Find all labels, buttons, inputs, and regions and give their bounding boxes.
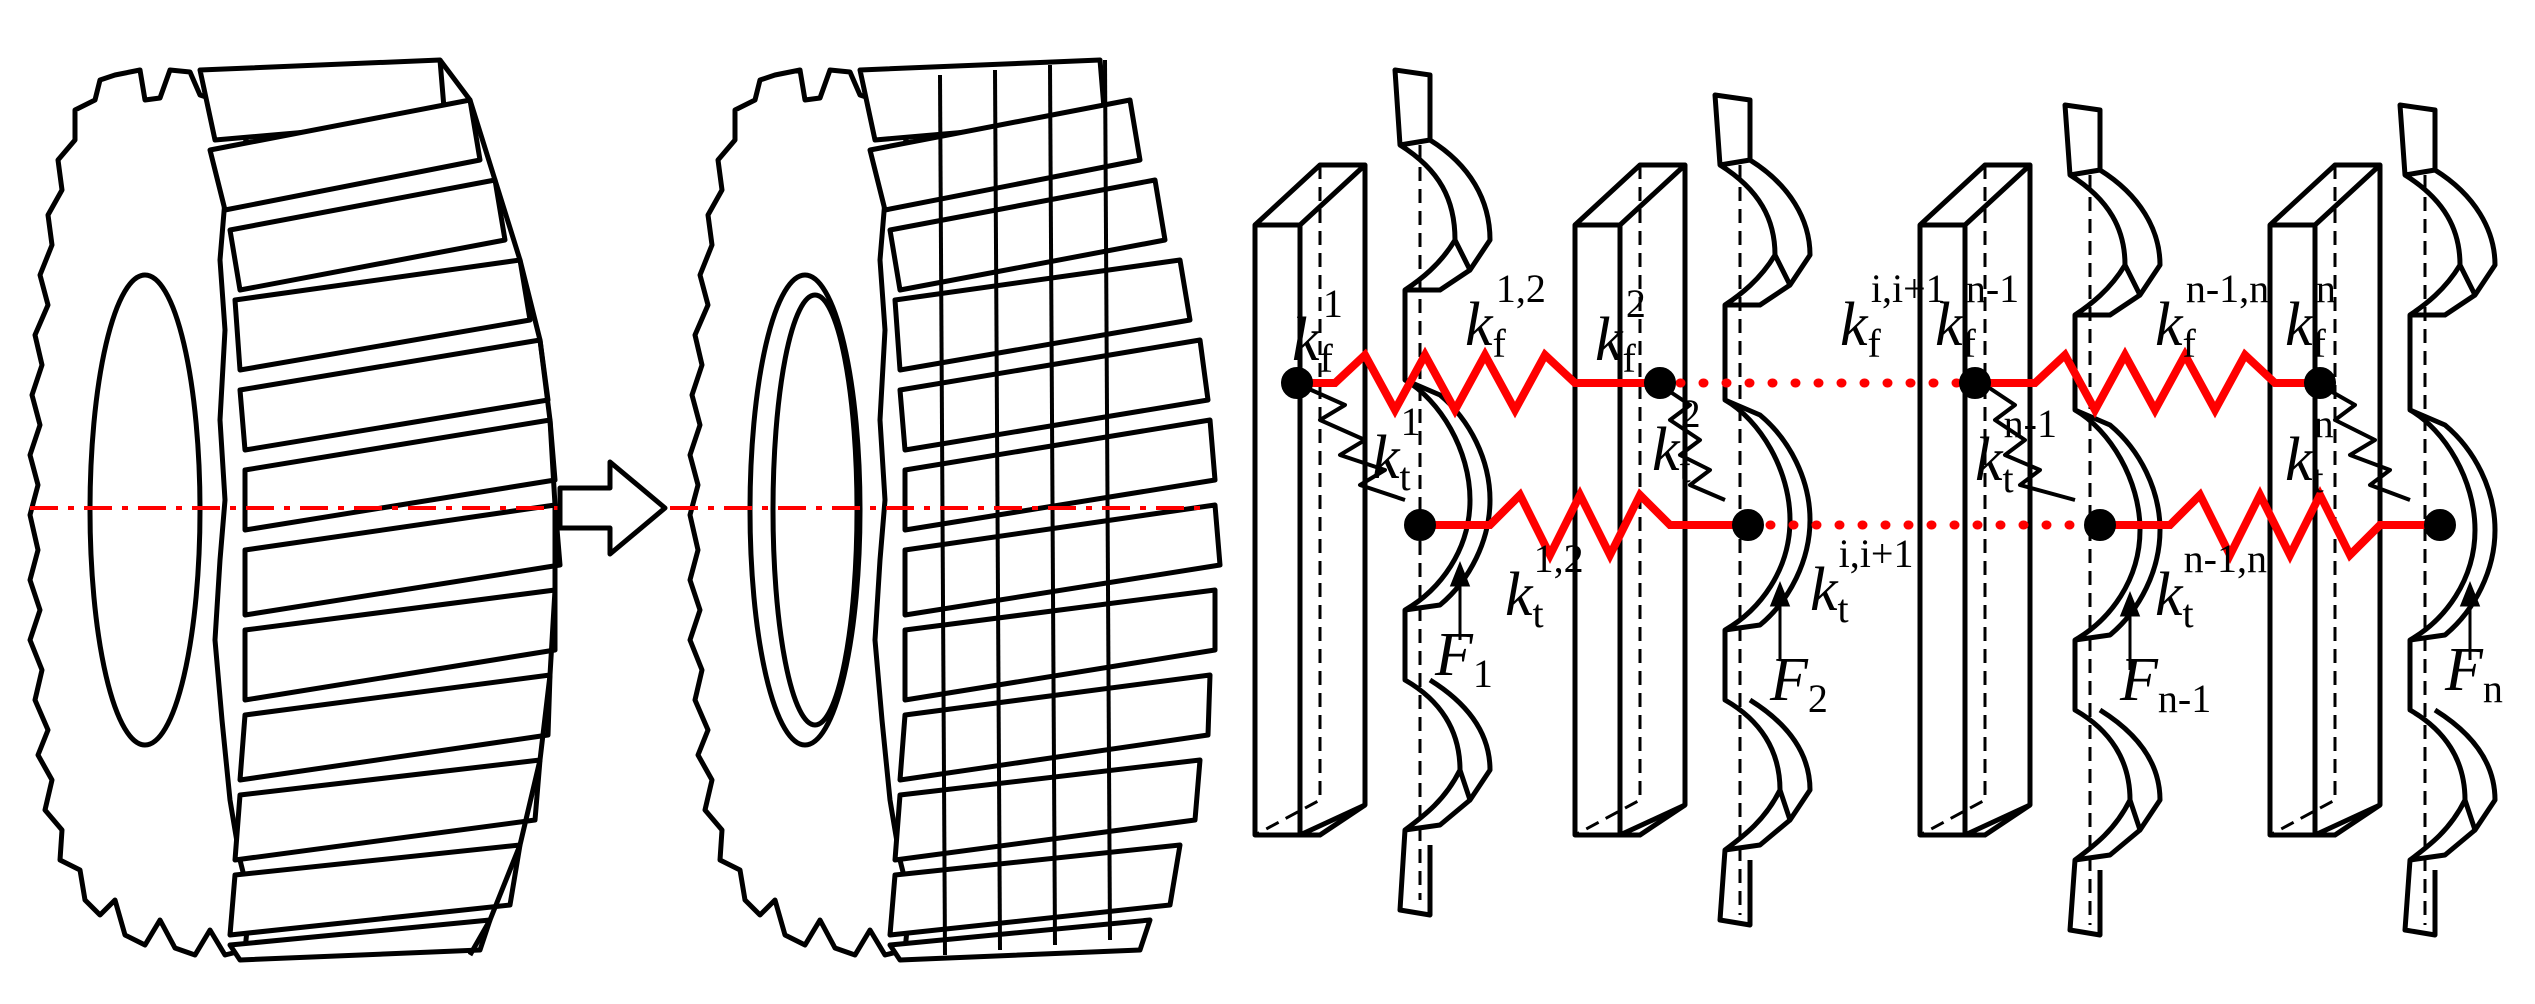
- slice-plate-n-1: [1917, 162, 2033, 838]
- node-t-1: [1404, 509, 1436, 541]
- spring-kt-n-1-n: [2100, 486, 2440, 564]
- label-F-1: F1: [1434, 621, 1493, 696]
- label-kt-1-2: kt1,2: [1505, 536, 1584, 636]
- node-t-n: [2424, 509, 2456, 541]
- torsion-spring-n-1: [1983, 383, 2076, 502]
- torsion-spring-n: [2319, 383, 2411, 502]
- spring-kf-1-2: [1297, 346, 1658, 419]
- label-kt-i-i1: kti,i+1: [1810, 531, 1913, 631]
- label-kf-n-1: kfn-1: [1935, 266, 2019, 366]
- node-t-n-1: [2084, 509, 2116, 541]
- label-kf-2: kf2: [1595, 281, 1646, 381]
- tooth-slice-2: [1712, 92, 1813, 928]
- label-F-n-1: Fn-1: [2119, 646, 2211, 721]
- node-f-2: [1644, 367, 1676, 399]
- node-f-n: [2304, 367, 2336, 399]
- tooth-slice-n: [2397, 102, 2498, 938]
- tooth-slice-n-1: [2062, 102, 2163, 938]
- slice-plate-2: [1572, 162, 1688, 838]
- torsion-spring-1: [1299, 383, 1406, 502]
- nodes: [1281, 367, 2456, 541]
- label-F-2: F2: [1769, 646, 1828, 721]
- node-f-1: [1281, 367, 1313, 399]
- spring-kt-1-2: [1420, 486, 1745, 564]
- label-kt-n-1: ktn-1: [1975, 401, 2057, 501]
- node-t-2: [1732, 509, 1764, 541]
- label-kf-n: kfn: [2285, 266, 2336, 366]
- slice-plate-1: [1252, 162, 1368, 838]
- helical-gear-icon: [27, 57, 563, 963]
- label-kt-1: kt1: [1372, 399, 1421, 499]
- label-kf-i-i1: kfi,i+1: [1840, 266, 1946, 366]
- slice-model: [1252, 67, 2498, 938]
- label-kt-n-1-n: ktn-1,n: [2155, 536, 2267, 636]
- label-kf-1-2: kf1,2: [1465, 266, 1546, 366]
- label-kt-2: kt2: [1652, 391, 1701, 491]
- torsion-springs: [1299, 383, 2411, 502]
- right-arrow-icon: [557, 459, 668, 557]
- label-kt-n: ktn: [2285, 401, 2334, 501]
- label-kf-1: kf1: [1292, 281, 1343, 381]
- dotted-links: [1675, 378, 2095, 530]
- sliced-gear-icon: [687, 57, 1223, 963]
- torsion-spring-2: [1658, 383, 1726, 502]
- coupling-springs: [1297, 346, 2440, 564]
- spring-kf-n-1-n: [1975, 346, 2320, 419]
- label-kf-n-1-n: kfn-1,n: [2155, 266, 2269, 366]
- label-F-n: Fn: [2444, 636, 2503, 711]
- force-arrows: [1449, 560, 2481, 670]
- node-f-n-1: [1959, 367, 1991, 399]
